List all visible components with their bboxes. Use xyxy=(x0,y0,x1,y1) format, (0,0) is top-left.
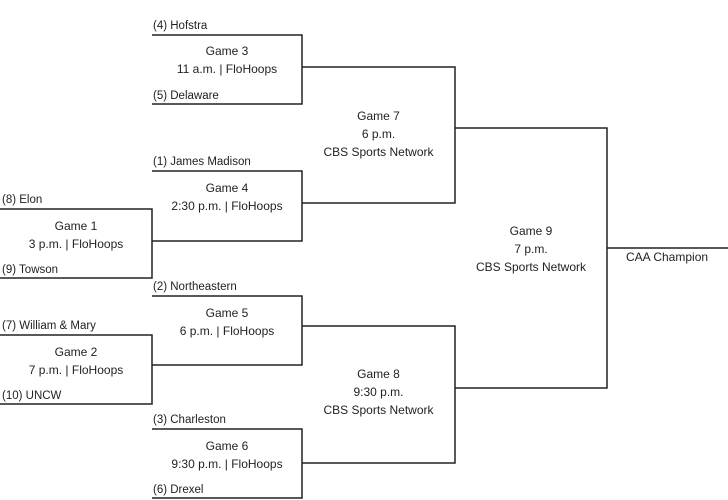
game2-bracket xyxy=(0,334,153,405)
game-2-name: Game 2 xyxy=(54,345,98,359)
game7-bracket xyxy=(302,66,456,204)
game9-bracket xyxy=(455,127,608,389)
game-1-label: Game 1 3 p.m. | FloHoops xyxy=(0,217,152,253)
game-9-label: Game 9 7 p.m. CBS Sports Network xyxy=(455,222,607,276)
game1-bracket xyxy=(0,208,153,279)
game-9-network: CBS Sports Network xyxy=(475,260,587,274)
game-4-name: Game 4 xyxy=(205,181,249,195)
game-6-time: 9:30 p.m. | FloHoops xyxy=(171,457,283,471)
team-towson: (9) Towson xyxy=(2,264,59,276)
game-8-time: 9:30 p.m. xyxy=(353,385,404,399)
team-drexel: (6) Drexel xyxy=(153,484,204,496)
team-delaware: (5) Delaware xyxy=(153,90,219,102)
team-northeastern: (2) Northeastern xyxy=(153,281,237,293)
team-james-madison: (1) James Madison xyxy=(153,156,251,168)
game-4-time: 2:30 p.m. | FloHoops xyxy=(171,199,283,213)
game-1-time: 3 p.m. | FloHoops xyxy=(28,237,124,251)
game-5-time: 6 p.m. | FloHoops xyxy=(179,324,275,338)
game-1-name: Game 1 xyxy=(54,219,98,233)
team-charleston: (3) Charleston xyxy=(153,414,226,426)
game-3-label: Game 3 11 a.m. | FloHoops xyxy=(152,42,302,78)
team-william-mary: (7) William & Mary xyxy=(2,320,96,332)
team-uncw: (10) UNCW xyxy=(2,390,62,402)
game-3-name: Game 3 xyxy=(205,44,249,58)
game3-bracket xyxy=(152,34,303,105)
game4-bracket xyxy=(152,170,303,242)
game8-bracket xyxy=(302,325,456,464)
game-4-label: Game 4 2:30 p.m. | FloHoops xyxy=(152,179,302,215)
game-3-time: 11 a.m. | FloHoops xyxy=(176,62,278,76)
game-2-time: 7 p.m. | FloHoops xyxy=(28,363,124,377)
champion-label: CAA Champion xyxy=(626,250,709,264)
game-5-label: Game 5 6 p.m. | FloHoops xyxy=(152,304,302,340)
game-5-name: Game 5 xyxy=(205,306,249,320)
game-6-label: Game 6 9:30 p.m. | FloHoops xyxy=(152,437,302,473)
game-7-label: Game 7 6 p.m. CBS Sports Network xyxy=(302,107,455,161)
team-hofstra: (4) Hofstra xyxy=(153,20,208,32)
game-2-label: Game 2 7 p.m. | FloHoops xyxy=(0,343,152,379)
game-7-time: 6 p.m. xyxy=(361,127,396,141)
game-9-time: 7 p.m. xyxy=(514,242,548,256)
game-8-network: CBS Sports Network xyxy=(323,403,434,417)
game-6-name: Game 6 xyxy=(205,439,249,453)
game-7-name: Game 7 xyxy=(357,109,400,123)
game-8-label: Game 8 9:30 p.m. CBS Sports Network xyxy=(302,365,455,419)
team-elon: (8) Elon xyxy=(2,194,43,206)
game5-bracket xyxy=(152,295,303,366)
game-8-name: Game 8 xyxy=(357,367,400,381)
game-9-name: Game 9 xyxy=(509,224,553,238)
game-7-network: CBS Sports Network xyxy=(323,145,434,159)
